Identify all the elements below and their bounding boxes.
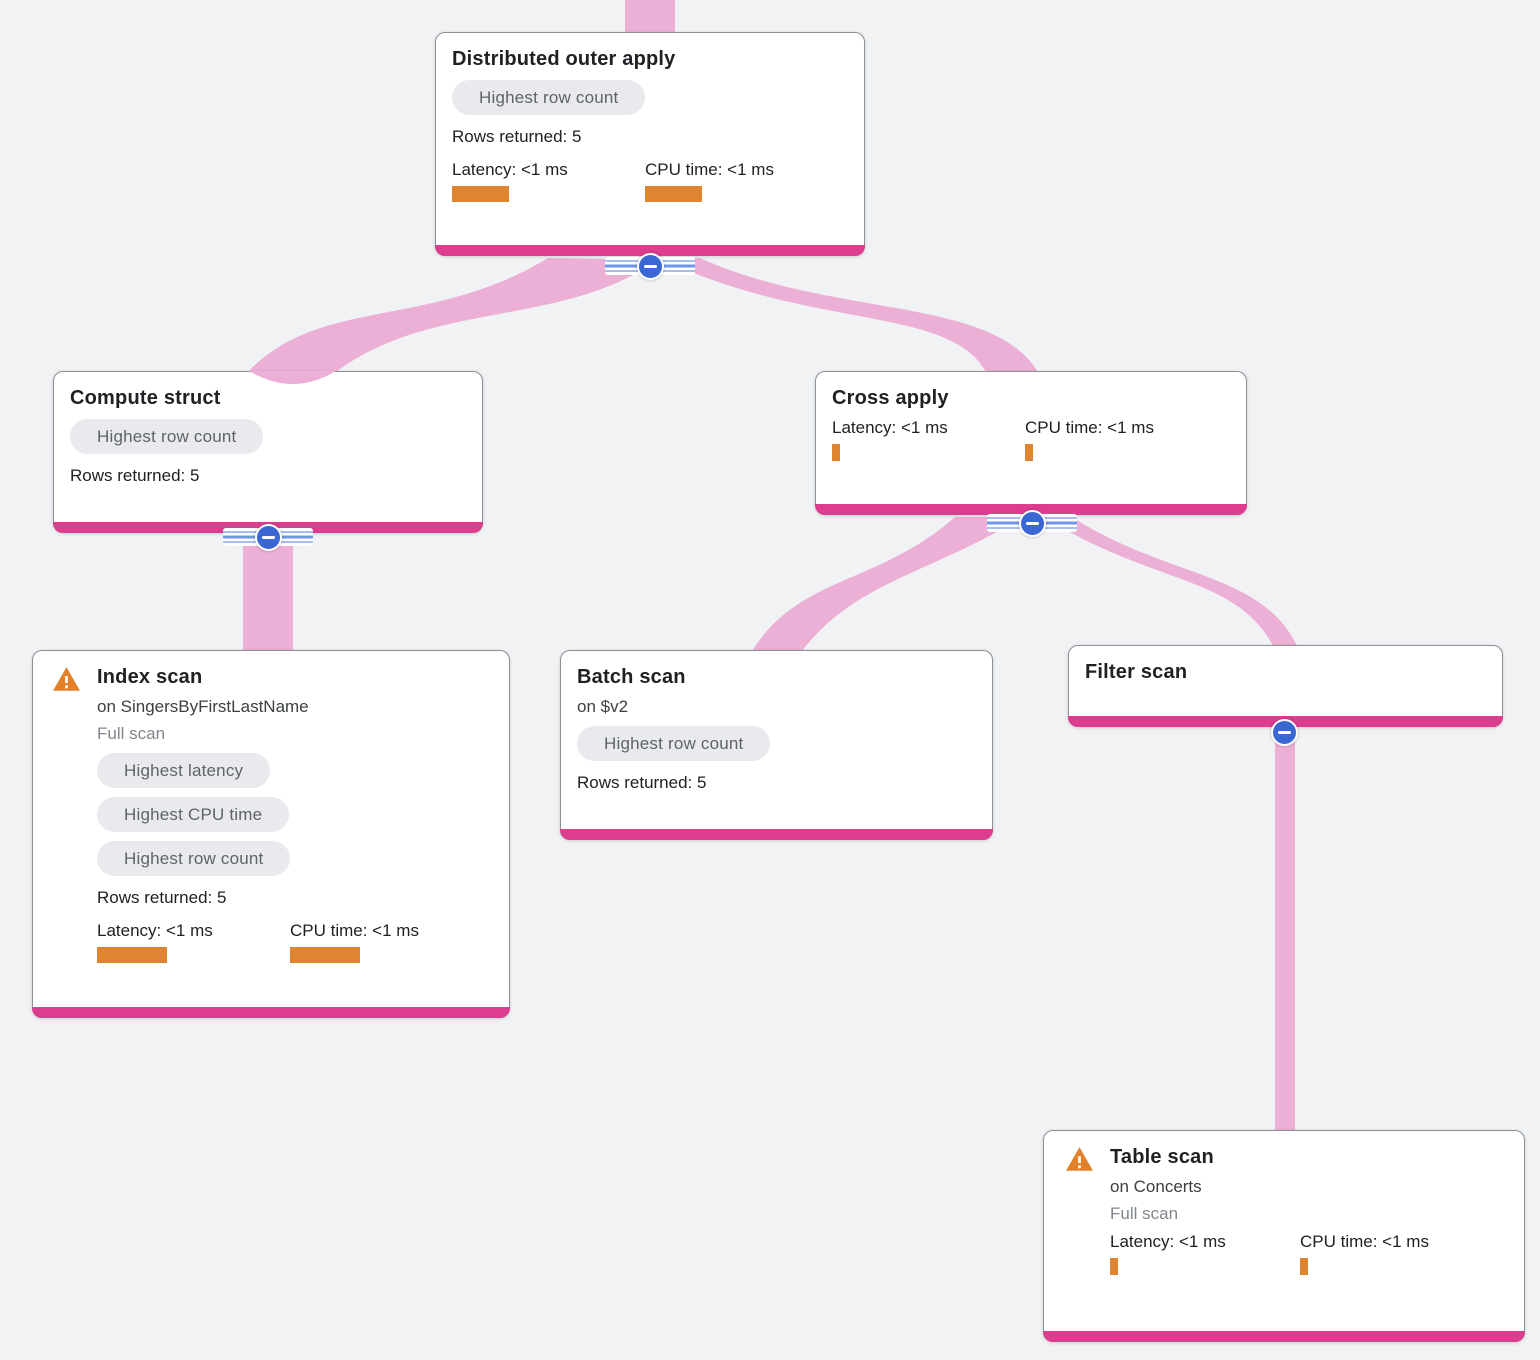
collapse-minus-icon (1018, 509, 1046, 537)
badge-highest-row-count: Highest row count (97, 841, 291, 876)
collapse-button-compute-struct[interactable] (223, 523, 313, 551)
cpu-time-bar (645, 186, 702, 202)
cpu-time-bar (1300, 1258, 1308, 1275)
collapse-button-distributed-outer-apply[interactable] (605, 252, 695, 280)
latency-label: Latency: <1 ms (1110, 1232, 1226, 1251)
plan-node-index-scan[interactable]: Index scan on SingersByFirstLastName Ful… (32, 650, 510, 1018)
collapse-minus-icon (254, 523, 282, 551)
node-title: Distributed outer apply (452, 48, 676, 70)
cpu-time-label: CPU time: <1 ms (1300, 1232, 1429, 1251)
badge-highest-row-count: Highest row count (452, 80, 646, 115)
collapse-minus-icon (1271, 719, 1298, 746)
node-title: Batch scan (577, 666, 686, 688)
edge-cross-apply-to-filter-scan (1044, 517, 1297, 646)
plan-node-batch-scan[interactable]: Batch scan on $v2 Highest row count Rows… (560, 650, 993, 840)
scan-type-label: Full scan (1110, 1204, 1179, 1223)
node-title: Filter scan (1085, 661, 1188, 683)
rows-returned-value: Rows returned: 5 (577, 773, 707, 792)
badge-highest-cpu-time: Highest CPU time (97, 797, 290, 832)
node-accent-bar (1043, 1331, 1525, 1342)
collapse-minus-icon (636, 252, 664, 280)
node-subtitle: on Concerts (1110, 1177, 1202, 1196)
badge-highest-row-count: Highest row count (70, 419, 264, 454)
cpu-time-bar (290, 947, 360, 963)
cpu-time-label: CPU time: <1 ms (290, 921, 419, 940)
node-title: Index scan (97, 666, 203, 688)
edge-distributed-to-compute-struct (248, 258, 658, 372)
node-subtitle: on $v2 (577, 697, 629, 716)
node-title: Compute struct (70, 387, 221, 409)
latency-bar (97, 947, 167, 963)
plan-node-distributed-outer-apply[interactable]: Distributed outer apply Highest row coun… (435, 32, 865, 256)
rows-returned-value: Rows returned: 5 (97, 888, 227, 907)
collapse-button-cross-apply[interactable] (987, 509, 1077, 537)
cpu-time-bar (1025, 444, 1033, 461)
latency-bar (1110, 1258, 1118, 1275)
node-subtitle: on SingersByFirstLastName (97, 697, 309, 716)
warning-icon (1066, 1147, 1093, 1171)
collapse-button-filter-scan[interactable] (1271, 719, 1298, 746)
latency-label: Latency: <1 ms (452, 160, 568, 179)
node-title: Cross apply (832, 387, 949, 409)
plan-node-compute-struct[interactable]: Compute struct Highest row count Rows re… (53, 371, 483, 533)
edge-cross-apply-to-batch-scan (752, 517, 1022, 651)
plan-node-filter-scan[interactable]: Filter scan (1068, 645, 1503, 727)
latency-bar (832, 444, 840, 461)
badge-highest-latency: Highest latency (97, 753, 271, 788)
plan-node-cross-apply[interactable]: Cross apply Latency: <1 ms CPU time: <1 … (815, 371, 1247, 515)
latency-label: Latency: <1 ms (97, 921, 213, 940)
warning-icon (53, 667, 80, 691)
edge-parent-to-distributed-outer-apply (625, 0, 675, 36)
cpu-time-label: CPU time: <1 ms (645, 160, 774, 179)
node-accent-bar (560, 829, 993, 840)
plan-node-table-scan[interactable]: Table scan on Concerts Full scan Latency… (1043, 1130, 1525, 1342)
rows-returned-value: Rows returned: 5 (70, 466, 200, 485)
latency-bar (452, 186, 509, 202)
edge-distributed-to-cross-apply (664, 258, 1038, 372)
cpu-time-label: CPU time: <1 ms (1025, 418, 1154, 437)
scan-type-label: Full scan (97, 724, 166, 743)
badge-highest-row-count: Highest row count (577, 726, 771, 761)
latency-label: Latency: <1 ms (832, 418, 948, 437)
edge-compute-struct-to-index-scan (243, 533, 293, 653)
edge-filter-scan-to-table-scan (1275, 733, 1295, 1133)
rows-returned-value: Rows returned: 5 (452, 127, 582, 146)
node-accent-bar (435, 245, 865, 256)
node-title: Table scan (1110, 1146, 1214, 1168)
node-accent-bar (32, 1007, 510, 1018)
